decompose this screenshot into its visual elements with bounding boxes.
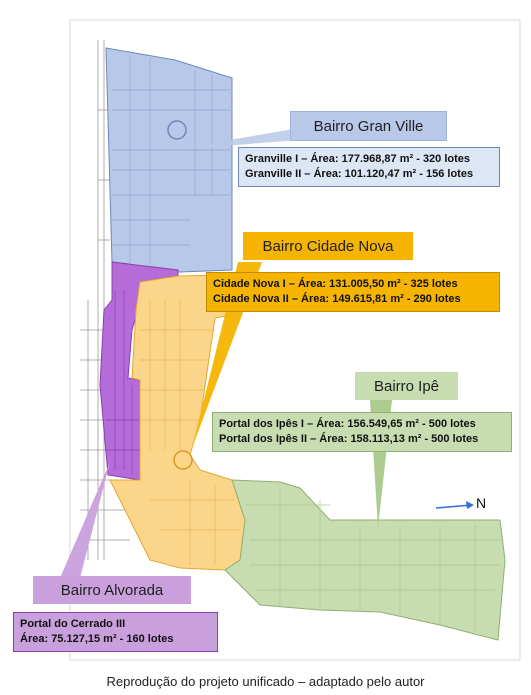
zone-cidade-nova [109, 274, 246, 571]
alvorada-pointer [60, 462, 110, 578]
north-arrow-head [466, 501, 474, 509]
cidade-nova-title: Bairro Cidade Nova [243, 232, 413, 260]
cidade-nova-line-2: Cidade Nova II – Área: 149.615,81 m² - 2… [213, 293, 461, 305]
alvorada-info: Portal do Cerrado III Área: 75.127,15 m²… [13, 612, 218, 652]
north-arrow [435, 504, 473, 509]
zone-gran-ville [105, 47, 233, 273]
alvorada-line-2: Área: 75.127,15 m² - 160 lotes [20, 633, 174, 645]
cidade-nova-line-1: Cidade Nova I – Área: 131.005,50 m² - 32… [213, 278, 458, 290]
gran-ville-info: Granville I – Área: 177.968,87 m² - 320 … [238, 147, 500, 187]
zone-ipe [224, 479, 506, 641]
gran-ville-title: Bairro Gran Ville [290, 111, 447, 141]
gran-ville-line-2: Granville II – Área: 101.120,47 m² - 156… [245, 168, 474, 180]
cidade-nova-roundabout [173, 450, 193, 470]
gran-ville-roundabout [167, 120, 187, 140]
ipe-line-2: Portal dos Ipês II – Área: 158.113,13 m²… [219, 433, 479, 445]
ipe-title: Bairro Ipê [355, 372, 458, 400]
ipe-line-1: Portal dos Ipês I – Área: 156.549,65 m² … [219, 418, 476, 430]
gran-ville-line-1: Granville I – Área: 177.968,87 m² - 320 … [245, 153, 471, 165]
cidade-nova-info: Cidade Nova I – Área: 131.005,50 m² - 32… [206, 272, 500, 312]
north-label: N [476, 495, 487, 511]
figure-caption: Reprodução do projeto unificado – adapta… [106, 674, 425, 689]
alvorada-line-1: Portal do Cerrado III [20, 618, 126, 630]
alvorada-title: Bairro Alvorada [33, 576, 191, 604]
ipe-info: Portal dos Ipês I – Área: 156.549,65 m² … [212, 412, 512, 452]
gran-ville-pointer [170, 128, 300, 150]
